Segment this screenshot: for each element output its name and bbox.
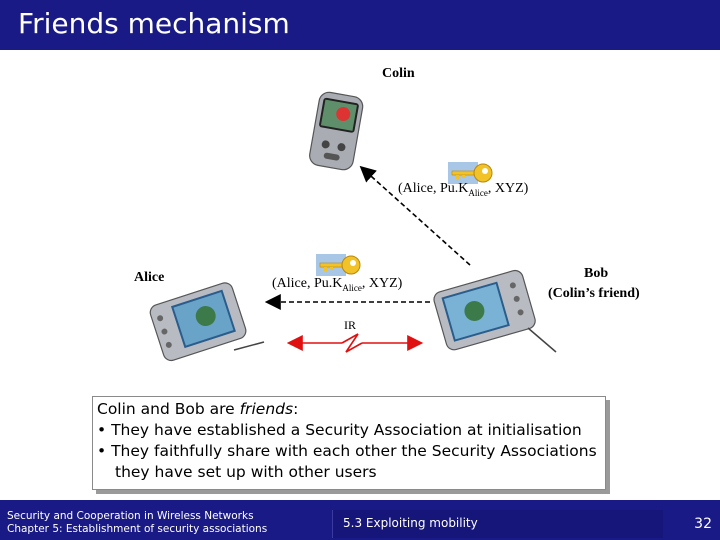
message-label-left: (Alice, Pu.KAlice, XYZ) <box>272 276 403 293</box>
colin-pda-icon <box>309 91 364 171</box>
message-label-top: (Alice, Pu.KAlice, XYZ) <box>398 181 529 198</box>
bob-pda-icon <box>433 269 557 353</box>
ir-label: IR <box>344 318 356 332</box>
ir-zigzag <box>341 333 363 353</box>
footer-section: 5.3 Exploiting mobility <box>343 516 478 530</box>
page-number: 32 <box>694 516 712 532</box>
note-line-4: they have set up with other users <box>115 463 377 481</box>
note-box: Colin and Bob are friends: • They have e… <box>92 396 606 490</box>
colin-label: Colin <box>382 66 415 81</box>
key-icon <box>316 254 361 276</box>
bob-label: Bob <box>584 266 609 281</box>
alice-label: Alice <box>134 270 165 285</box>
bob-sublabel: (Colin’s friend) <box>548 286 640 301</box>
footer-section-box: 5.3 Exploiting mobility <box>332 510 663 538</box>
dashed-arrow-bob-to-colin <box>359 165 471 266</box>
note-line-2: • They have established a Security Assoc… <box>97 421 582 439</box>
footer-course-title: Security and Cooperation in Wireless Net… <box>7 510 254 522</box>
note-line-3: • They faithfully share with each other … <box>97 442 597 460</box>
title-bar <box>0 0 720 50</box>
footer-chapter: Chapter 5: Establishment of security ass… <box>7 523 268 535</box>
note-line-1: Colin and Bob are friends: <box>97 400 299 418</box>
footer-course: Security and Cooperation in Wireless Net… <box>7 510 267 536</box>
alice-pda-icon <box>149 282 265 362</box>
key-icon <box>448 162 493 184</box>
slide-title: Friends mechanism <box>18 7 290 40</box>
